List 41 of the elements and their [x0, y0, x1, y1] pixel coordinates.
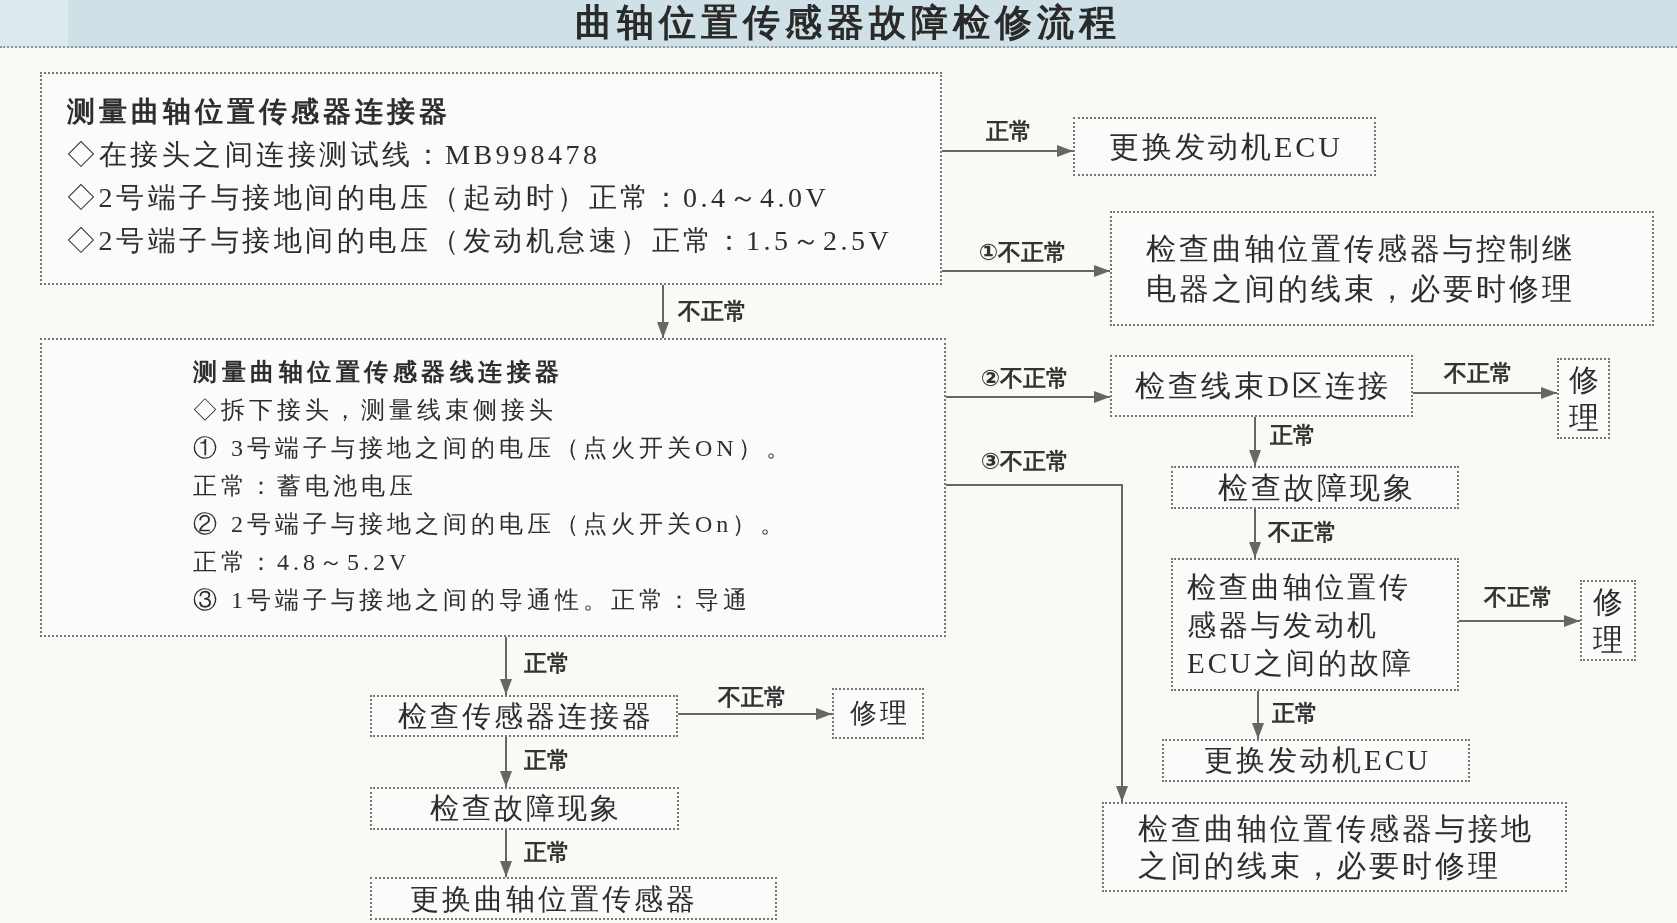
- arrow: [657, 284, 669, 339]
- arrow: [941, 145, 1074, 157]
- arrow: [945, 391, 1111, 403]
- instruction-line: 正常：4.8～5.2V: [193, 548, 411, 577]
- process-box: 检查故障现象: [370, 787, 679, 830]
- instruction-line: ② 2号端子与接地之间的电压（点火开关On）。: [193, 510, 789, 539]
- process-box: 检查曲轴位置传感器与发动机ECU之间的故障: [1171, 558, 1459, 691]
- process-box: 检查线束D区连接: [1110, 355, 1413, 417]
- step-heading: 测量曲轴位置传感器线连接器: [193, 357, 564, 388]
- process-box: 修理: [832, 688, 924, 739]
- arrow: [1249, 416, 1261, 467]
- instruction-line: ◇拆下接头，测量线束侧接头: [193, 396, 557, 425]
- arrow: [500, 636, 512, 696]
- process-box: 修理: [1580, 580, 1636, 661]
- instruction-line: ① 3号端子与接地之间的电压（点火开关ON）。: [193, 434, 794, 463]
- instruction-line: 正常：蓄电池电压: [193, 472, 417, 501]
- step-heading: 测量曲轴位置传感器连接器: [67, 94, 451, 130]
- instruction-line: ◇2号端子与接地间的电压（发动机怠速）正常：1.5～2.5V: [67, 224, 893, 258]
- process-box: 检查故障现象: [1171, 466, 1459, 509]
- process-box: [40, 72, 942, 285]
- arrow: [1252, 690, 1264, 740]
- instruction-line: ③ 1号端子与接地之间的导通性。正常：导通: [193, 586, 751, 615]
- arrow: [500, 736, 512, 788]
- process-box: 更换发动机ECU: [1073, 117, 1376, 176]
- process-box: [40, 338, 946, 637]
- process-box: 修理: [1557, 358, 1610, 439]
- process-box: 检查曲轴位置传感器与控制继电器之间的线束，必要时修理: [1110, 211, 1654, 326]
- process-box: 检查传感器连接器: [370, 695, 678, 737]
- title: 曲轴位置传感器故障检修流程: [575, 1, 1121, 45]
- process-box: 更换发动机ECU: [1162, 739, 1470, 782]
- arrow: [677, 708, 833, 720]
- arrow: [941, 265, 1111, 277]
- instruction-line: ◇2号端子与接地间的电压（起动时）正常：0.4～4.0V: [67, 181, 830, 215]
- process-box: 更换曲轴位置传感器: [370, 877, 777, 920]
- process-box: 检查曲轴位置传感器与接地之间的线束，必要时修理: [1102, 802, 1567, 892]
- instruction-line: ◇在接头之间连接测试线：MB998478: [67, 138, 601, 172]
- arrow: [1458, 615, 1581, 627]
- arrow: [1412, 387, 1558, 399]
- arrow: [945, 484, 1128, 803]
- arrow: [1249, 508, 1261, 559]
- arrow: [500, 829, 512, 878]
